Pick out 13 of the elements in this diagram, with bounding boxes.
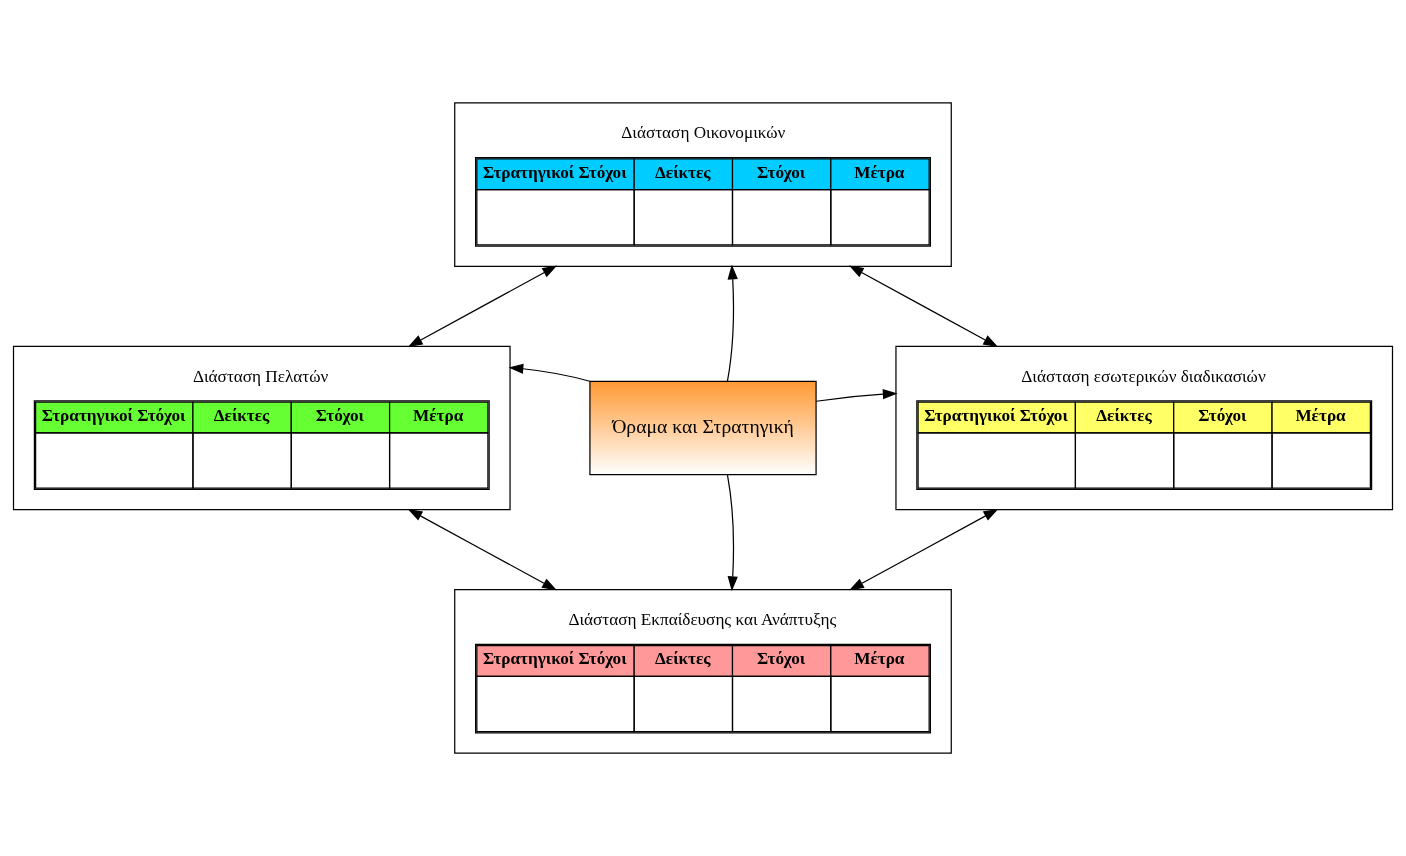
arrow bbox=[508, 363, 591, 382]
arrow bbox=[815, 389, 898, 402]
arrow bbox=[726, 474, 738, 592]
arrow bbox=[407, 508, 557, 591]
node-box: Όραμα και Στρατηγική bbox=[589, 380, 817, 476]
node-box: Διάσταση Πελατών Στρατηγικοί Στόχοι Δείκτες Στόχοι Μέτρα bbox=[12, 345, 511, 511]
node-box: Διάσταση εσωτερικών διαδικασιών Στρατηγικοί Στόχοι Δείκτες Στόχοι Μέτρα bbox=[895, 345, 1394, 511]
arrow bbox=[849, 508, 999, 591]
arrow bbox=[848, 265, 999, 347]
arrow bbox=[726, 264, 738, 382]
node-box: Διάσταση Εκπαίδευσης και Ανάπτυξης Στρατηγικοί Στόχοι Δείκτες Στόχοι Μέτρα bbox=[454, 589, 952, 754]
node-box: Διάσταση Οικονομικών Στρατηγικοί Στόχοι Δείκτες Στόχοι Μέτρα bbox=[454, 102, 952, 267]
arrow bbox=[407, 265, 558, 347]
